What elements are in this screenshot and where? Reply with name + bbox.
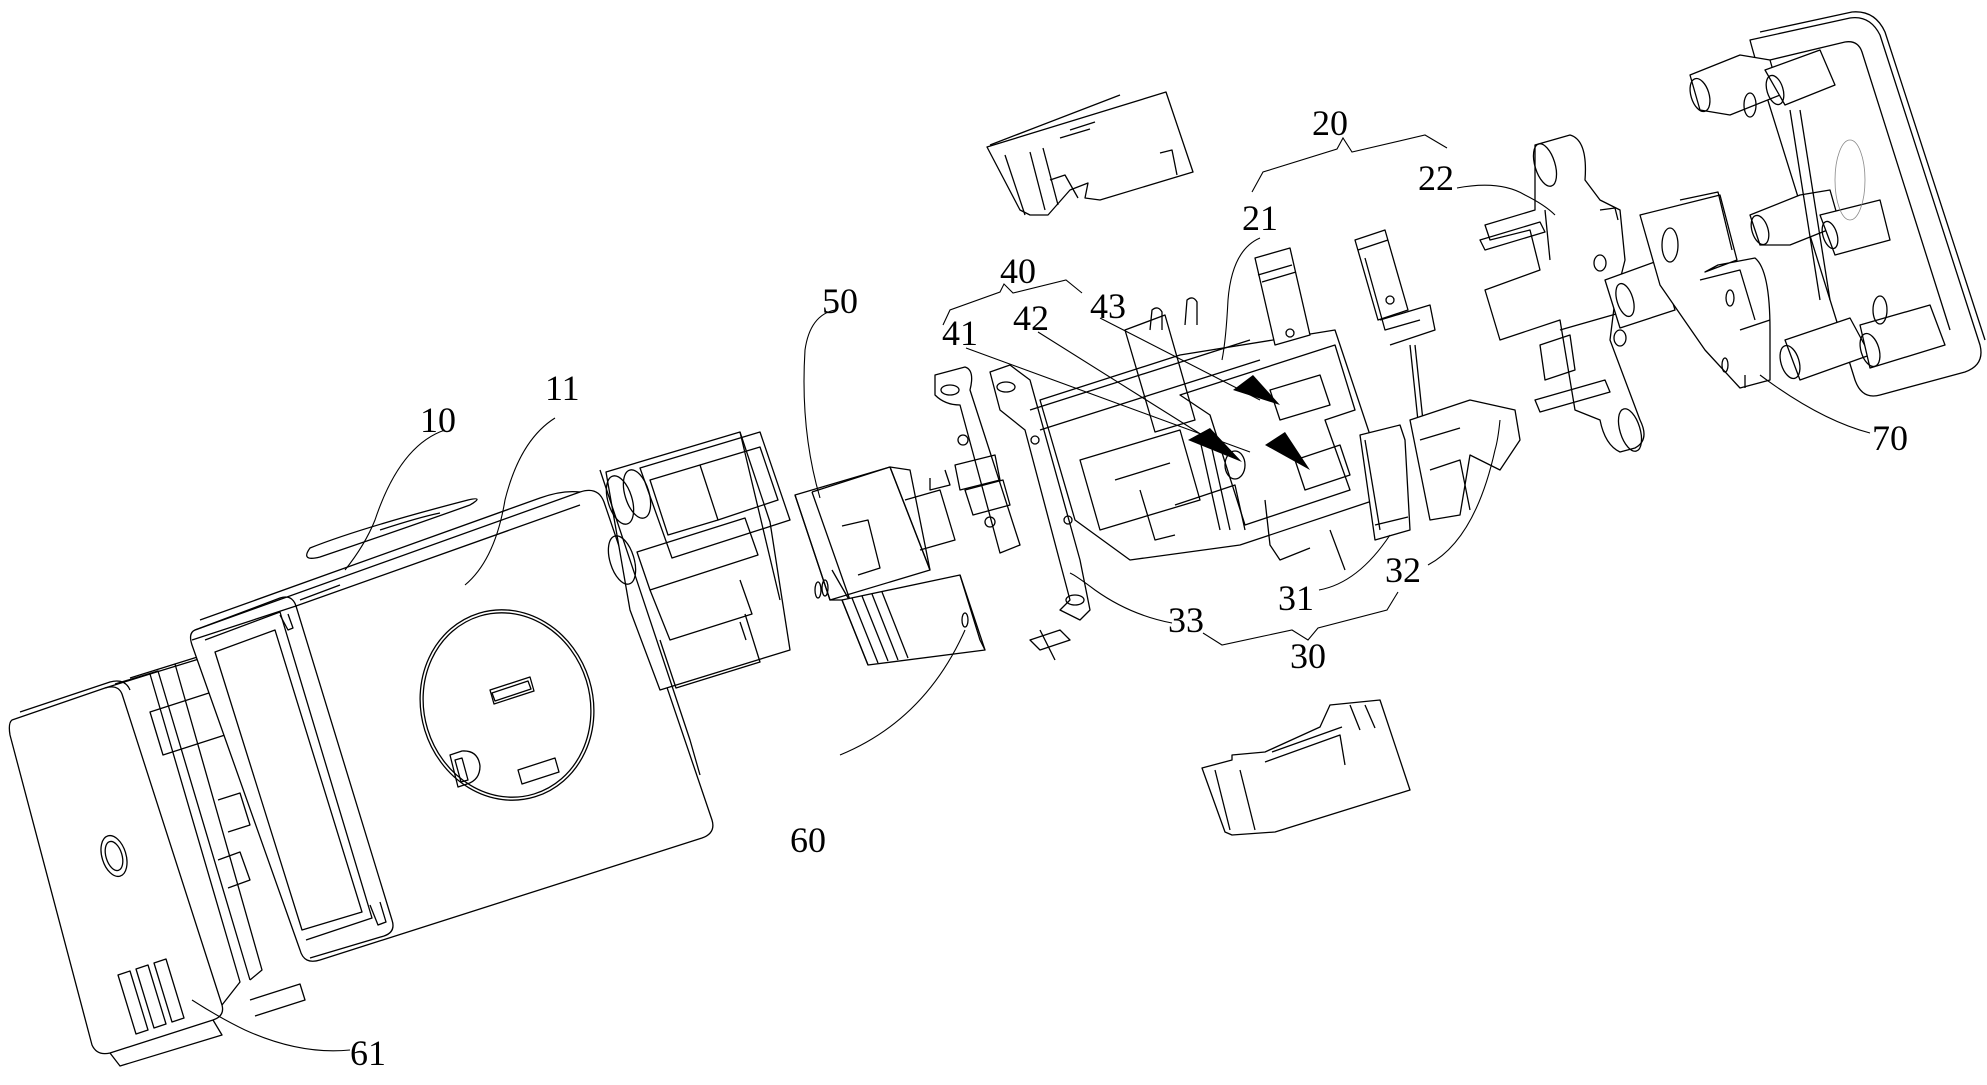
part-33-bracket (989, 364, 1091, 661)
part-30-central-mechanism (1029, 229, 1521, 571)
label-32: 32 (1385, 550, 1421, 590)
part-41-contact-strip (934, 366, 1021, 554)
label-10: 10 (420, 400, 456, 440)
label-20: 20 (1312, 103, 1348, 143)
label-31: 31 (1278, 578, 1314, 618)
label-50: 50 (822, 281, 858, 321)
label-70: 70 (1872, 418, 1908, 458)
reference-labels: 10 11 20 21 22 30 31 32 33 40 41 42 43 5… (350, 103, 1908, 1073)
label-60: 60 (790, 820, 826, 860)
part-70-bracket (1639, 191, 1871, 434)
label-33: 33 (1168, 600, 1204, 640)
bottom-cover-part (1201, 699, 1411, 836)
label-40: 40 (1000, 251, 1036, 291)
part-50-relay (794, 309, 956, 611)
label-41: 41 (942, 313, 978, 353)
part-10-main-housing (189, 417, 714, 962)
inner-frame (599, 431, 791, 776)
part-60-capacitor (839, 574, 986, 756)
top-cover-part (986, 91, 1194, 216)
part-22-carrier (1479, 134, 1676, 453)
label-61: 61 (350, 1033, 386, 1073)
label-42: 42 (1013, 298, 1049, 338)
label-22: 22 (1418, 158, 1454, 198)
right-cover-plate (1689, 11, 1986, 397)
label-21: 21 (1242, 198, 1278, 238)
leader-lines (191, 134, 1556, 1052)
label-43: 43 (1090, 286, 1126, 326)
part-61-end-cap (8, 649, 306, 1067)
label-30: 30 (1290, 636, 1326, 676)
label-11: 11 (545, 368, 580, 408)
